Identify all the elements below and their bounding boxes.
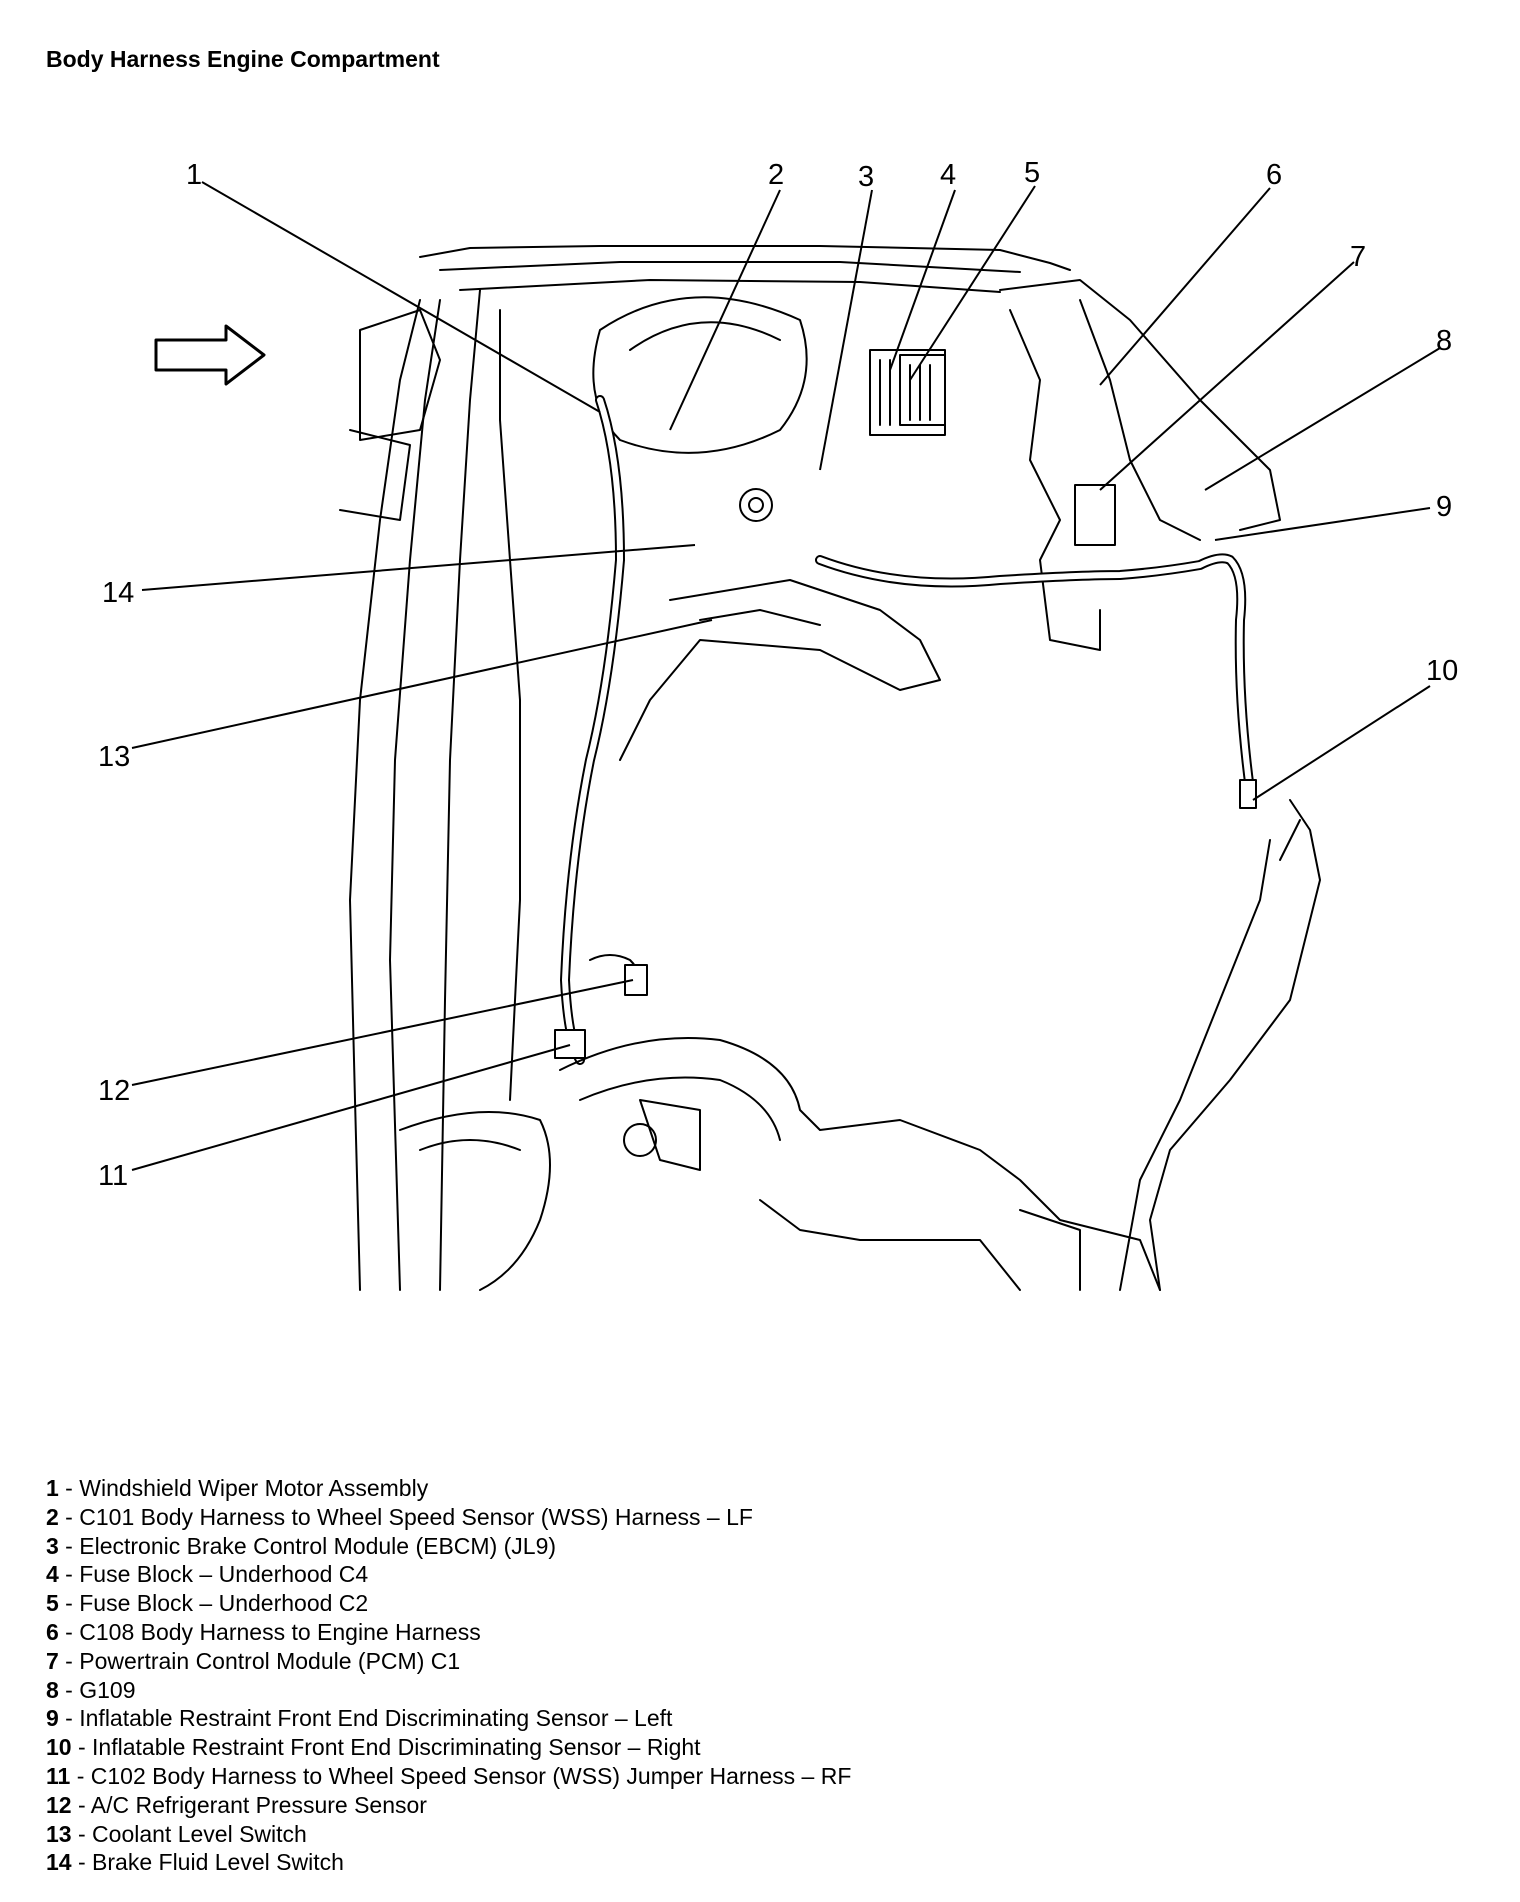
leader-line-3 [819,189,873,471]
legend-item: 7 - Powertrain Control Module (PCM) C1 [46,1647,461,1674]
left-fender-outline [349,299,421,1291]
cowl-outline [419,245,1071,271]
shock-tower [592,296,808,454]
callout-6: 6 [1266,159,1282,191]
leader-line-2 [669,189,781,431]
engine-compartment-diagram: 1 2 3 4 5 6 7 8 9 10 11 12 13 14 [98,157,1458,1291]
legend-item: 6 - C108 Body Harness to Engine Harness [46,1618,481,1645]
leader-line-8 [1204,347,1441,491]
left-harness [560,395,625,1065]
legend-item: 1 - Windshield Wiper Motor Assembly [46,1475,429,1501]
legend-item: 9 - Inflatable Restraint Front End Discr… [46,1705,673,1732]
fuse-block [869,349,946,436]
callout-9: 9 [1436,491,1452,523]
callout-legend: 1 - Windshield Wiper Motor Assembly 2 - … [46,1474,851,1877]
main-harness [815,553,1255,795]
leader-line-10 [1252,685,1431,801]
callout-14: 14 [102,577,134,609]
pcm-module [1074,484,1116,546]
legend-item: 5 - Fuse Block – Underhood C2 [46,1590,369,1617]
page-title: Body Harness Engine Compartment [46,46,440,72]
callout-12: 12 [98,1075,130,1107]
right-lower-shroud [1149,799,1321,1291]
callout-11: 11 [98,1160,128,1192]
callout-4: 4 [940,159,956,191]
legend-item: 2 - C101 Body Harness to Wheel Speed Sen… [46,1503,753,1530]
forward-arrow-icon [154,324,266,386]
leader-line-4 [889,189,956,371]
legend-item: 11 - C102 Body Harness to Wheel Speed Se… [46,1762,852,1789]
leader-line-6 [1099,187,1271,386]
callout-1: 1 [186,159,202,191]
callout-2: 2 [768,159,784,191]
right-fender-outline [999,279,1281,531]
lower-wheel-well [559,1037,1161,1291]
legend-item: 14 - Brake Fluid Level Switch [46,1849,344,1876]
callout-13: 13 [98,741,130,773]
callout-3: 3 [858,161,874,193]
legend-item: 12 - A/C Refrigerant Pressure Sensor [46,1791,427,1818]
callout-7: 7 [1350,241,1366,273]
leader-line-1 [201,181,601,413]
legend-item: 10 - Inflatable Restraint Front End Disc… [46,1734,701,1761]
leader-line-9 [1214,507,1431,541]
leader-line-7 [1099,261,1355,491]
callout-8: 8 [1436,325,1452,357]
callout-10: 10 [1426,655,1458,687]
leader-line-5 [909,185,1036,381]
leader-line-13 [131,619,713,749]
radiator-support [619,579,941,761]
legend-item: 3 - Electronic Brake Control Module (EBC… [46,1532,557,1559]
legend-item: 13 - Coolant Level Switch [46,1820,307,1847]
leader-line-12 [131,979,634,1086]
leader-line-11 [131,1044,571,1171]
callout-5: 5 [1024,157,1040,189]
legend-item: 4 - Fuse Block – Underhood C4 [46,1561,369,1588]
leader-line-14 [141,544,696,591]
legend-item: 8 - G109 [46,1676,136,1703]
